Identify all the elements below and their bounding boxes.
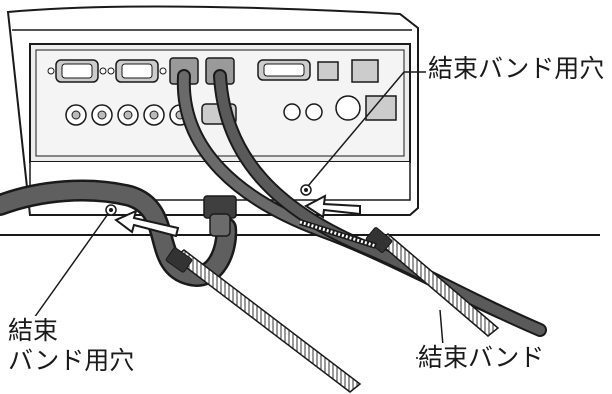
callout-text: 結束バンド — [418, 343, 545, 372]
callout-text-line2: バンド用穴 — [8, 346, 135, 375]
arrow-icon — [114, 209, 180, 238]
connector-row-top — [47, 57, 379, 85]
callout-tie-hole-left: 結束 バンド用穴 — [8, 316, 135, 376]
connector-row-bottom — [65, 95, 397, 126]
audio-jack-icon — [283, 103, 301, 121]
callout-cable-tie: 結束バンド — [418, 343, 545, 373]
rca-connector-icon — [335, 95, 361, 121]
callout-text: 結束バンド用穴 — [428, 54, 605, 83]
callout-text-line1: 結束 — [8, 316, 59, 345]
arrow-icon — [304, 194, 361, 219]
audio-jack-icon — [305, 103, 323, 121]
cable-tie-icon — [299, 219, 500, 337]
vga-connector-icon — [107, 59, 167, 83]
usb-port-icon — [351, 59, 379, 83]
cable-tie-icon — [165, 247, 362, 393]
vga-connector-icon — [47, 59, 107, 83]
power-plug-icon — [203, 195, 237, 237]
dvi-connector-icon — [257, 59, 311, 81]
lan-port-icon — [317, 61, 339, 81]
callout-tie-hole-right: 結束バンド用穴 — [428, 54, 605, 84]
